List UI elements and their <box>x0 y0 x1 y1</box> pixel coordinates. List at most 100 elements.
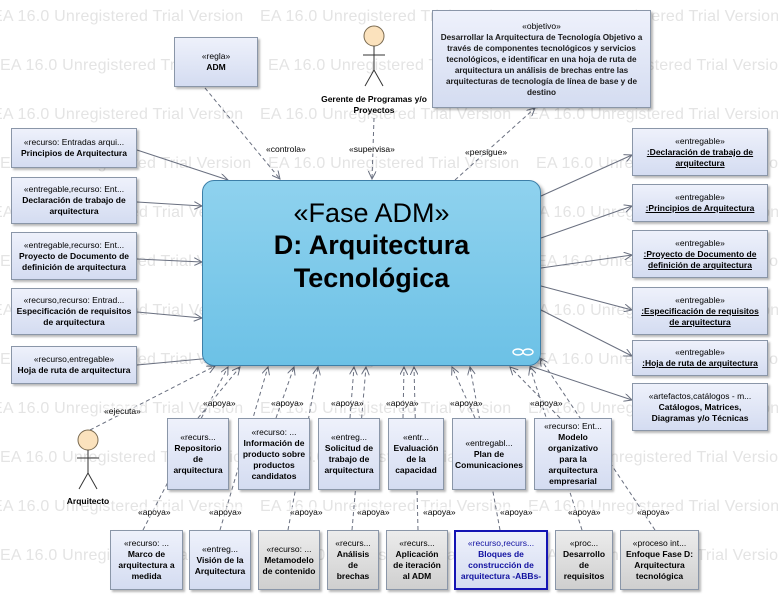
support-box[interactable]: «recurso: ... Marco de arquitectura a me… <box>110 530 183 590</box>
support-stereotype: «entreg... <box>331 432 367 442</box>
support-box[interactable]: «entr... Evaluación de la capacidad <box>388 418 444 490</box>
output-box[interactable]: «entregable» :Principios de Arquitectura <box>632 184 768 222</box>
support-box[interactable]: «entreg... Visión de la Arquitectura <box>189 530 251 590</box>
support-name: Análisis de brechas <box>336 549 370 581</box>
edge-ejecuta <box>89 366 215 431</box>
label-apoya: «apoya» <box>386 398 419 408</box>
support-name: Visión de la Arquitectura <box>194 554 246 576</box>
main-name-line2: Tecnológica <box>293 263 450 293</box>
input-name: Principios de Arquitectura <box>21 148 127 158</box>
regla-stereotype: «regla» <box>201 51 231 61</box>
label-persigue: «persigue» <box>465 147 508 157</box>
objetivo-box[interactable]: «objetivo» Desarrollar la Arquitectura d… <box>432 10 651 108</box>
watermark-text: EA 16.0 Unregistered Trial Version <box>260 400 512 417</box>
output-box[interactable]: «entregable» :Proyecto de Documento de d… <box>632 230 768 278</box>
support-box[interactable]: «recurs... Aplicación de iteración al AD… <box>386 530 448 590</box>
output-box[interactable]: «entregable» :Hoja de ruta de arquitectu… <box>632 340 768 376</box>
watermark-text: EA 16.0 Unregistered Trial Version <box>0 106 244 123</box>
gerente-name: Gerente de Programas y/o Proyectos <box>321 94 427 115</box>
label-apoya: «apoya» <box>423 507 456 517</box>
output-stereotype: «entregable» <box>675 135 725 146</box>
support-name: Marco de arquitectura a medida <box>118 549 175 581</box>
regla-name: ADM <box>206 62 226 72</box>
edge-persigue <box>454 108 535 181</box>
support-stereotype: «recurso: Ent... <box>544 421 602 431</box>
support-box[interactable]: «recurso: Ent... Modelo organizativo par… <box>534 418 612 490</box>
support-box[interactable]: «entregabl... Plan de Comunicaciones <box>452 418 526 490</box>
output-stereotype: «entregable» <box>675 237 725 248</box>
edge-output-1 <box>540 155 632 197</box>
input-stereotype: «recurso,entregable» <box>33 354 115 364</box>
label-controla: «controla» <box>266 144 306 154</box>
fase-adm-main[interactable]: «Fase ADM» D: Arquitectura Tecnológica <box>202 180 541 366</box>
edge-input-5 <box>136 358 212 366</box>
support-name: Aplicación de iteración al ADM <box>393 549 441 581</box>
support-stereotype: «proceso int... <box>632 538 687 548</box>
support-box[interactable]: «recurso: ... Metamodelo de contenido <box>258 530 320 590</box>
support-box[interactable]: «recurso: ... Información de producto so… <box>238 418 310 490</box>
edge-bot-5 <box>414 367 419 531</box>
support-name: Plan de Comunicaciones <box>454 448 524 470</box>
edge-input-4 <box>136 311 202 318</box>
input-stereotype: «entregable,recurso: Ent... <box>23 239 125 250</box>
main-stereotype: «Fase ADM» <box>293 198 450 228</box>
support-name: Modelo organizativo para la arquitectura… <box>547 432 599 486</box>
edge-input-1 <box>136 149 228 180</box>
support-name: Información de producto sobre productos … <box>242 437 306 481</box>
output-stereotype: «entregable» <box>675 347 725 357</box>
support-box[interactable]: «recurs... Repositorio de arquitectura <box>167 418 229 490</box>
label-apoya: «apoya» <box>530 398 563 408</box>
support-name: Solicitud de trabajo de arquitectura <box>324 443 374 475</box>
support-stereotype: «recurs... <box>180 432 216 442</box>
support-box-selected[interactable]: «recurso,recurs... Bloques de construcci… <box>454 530 548 590</box>
support-box[interactable]: «entreg... Solicitud de trabajo de arqui… <box>318 418 380 490</box>
output-name: :Principios de Arquitectura <box>645 203 755 213</box>
edge-output-2 <box>540 206 632 239</box>
support-box[interactable]: «proceso int... Enfoque Fase D: Arquitec… <box>620 530 699 590</box>
input-stereotype: «entregable,recurso: Ent... <box>23 184 125 194</box>
support-stereotype: «recurso: ... <box>266 543 312 554</box>
edge-mid-1 <box>197 367 240 419</box>
edge-input-2 <box>136 201 202 206</box>
label-apoya: «apoya» <box>271 398 304 408</box>
label-apoya: «apoya» <box>331 398 364 408</box>
watermark-text: EA 16.0 Unregistered Trial Version <box>528 106 778 123</box>
support-stereotype: «entregabl... <box>465 437 513 448</box>
regla-adm[interactable]: «regla» ADM <box>174 37 258 87</box>
support-stereotype: «entreg... <box>202 543 238 554</box>
gerente-actor-icon[interactable] <box>358 24 390 92</box>
output-box[interactable]: «artefactos,catálogos - m... Catálogos, … <box>632 383 768 431</box>
input-box[interactable]: «recurso,entregable» Hoja de ruta de arq… <box>11 346 137 384</box>
arquitecto-name: Arquitecto <box>66 496 110 506</box>
edge-bot-4 <box>351 367 366 531</box>
edge-mid-6 <box>510 367 561 419</box>
input-box[interactable]: «recurso: Entradas arqui... Principios d… <box>11 128 137 168</box>
support-stereotype: «recurs... <box>399 538 435 548</box>
support-stereotype: «recurso,recurs... <box>467 538 535 548</box>
support-box[interactable]: «recurs... Análisis de brechas <box>327 530 379 590</box>
edge-mid-2 <box>275 367 294 419</box>
support-box[interactable]: «proc... Desarrollo de requisitos <box>555 530 613 590</box>
label-apoya: «apoya» <box>138 507 171 517</box>
label-apoya: «apoya» <box>357 507 390 517</box>
input-box[interactable]: «recurso,recurso: Entrad... Especificaci… <box>11 288 137 335</box>
watermark-text: EA 16.0 Unregistered Trial Version <box>0 498 244 515</box>
input-box[interactable]: «entregable,recurso: Ent... Proyecto de … <box>11 232 137 280</box>
edge-mid-3 <box>350 367 354 419</box>
input-name: Especificación de requisitos de arquitec… <box>16 306 132 327</box>
input-box[interactable]: «entregable,recurso: Ent... Declaración … <box>11 177 137 224</box>
output-box[interactable]: «entregable» :Declaración de trabajo de … <box>632 128 768 176</box>
label-apoya: «apoya» <box>568 507 601 517</box>
edge-controla <box>204 87 280 179</box>
support-name: Enfoque Fase D: Arquitectura tecnológica <box>625 549 694 581</box>
support-name: Repositorio de arquitectura <box>173 443 223 475</box>
main-name-line1: D: Arquitectura <box>273 230 470 260</box>
support-name: Bloques de construcción de arquitectura … <box>460 549 542 581</box>
watermark-text: EA 16.0 Unregistered Trial Version <box>260 106 512 123</box>
objetivo-stereotype: «objetivo» <box>522 20 561 31</box>
label-apoya: «apoya» <box>500 507 533 517</box>
arquitecto-actor-icon[interactable] <box>72 428 104 494</box>
support-stereotype: «recurs... <box>335 538 371 548</box>
output-box[interactable]: «entregable» :Especificación de requisit… <box>632 287 768 335</box>
label-supervisa: «supervisa» <box>349 144 395 154</box>
